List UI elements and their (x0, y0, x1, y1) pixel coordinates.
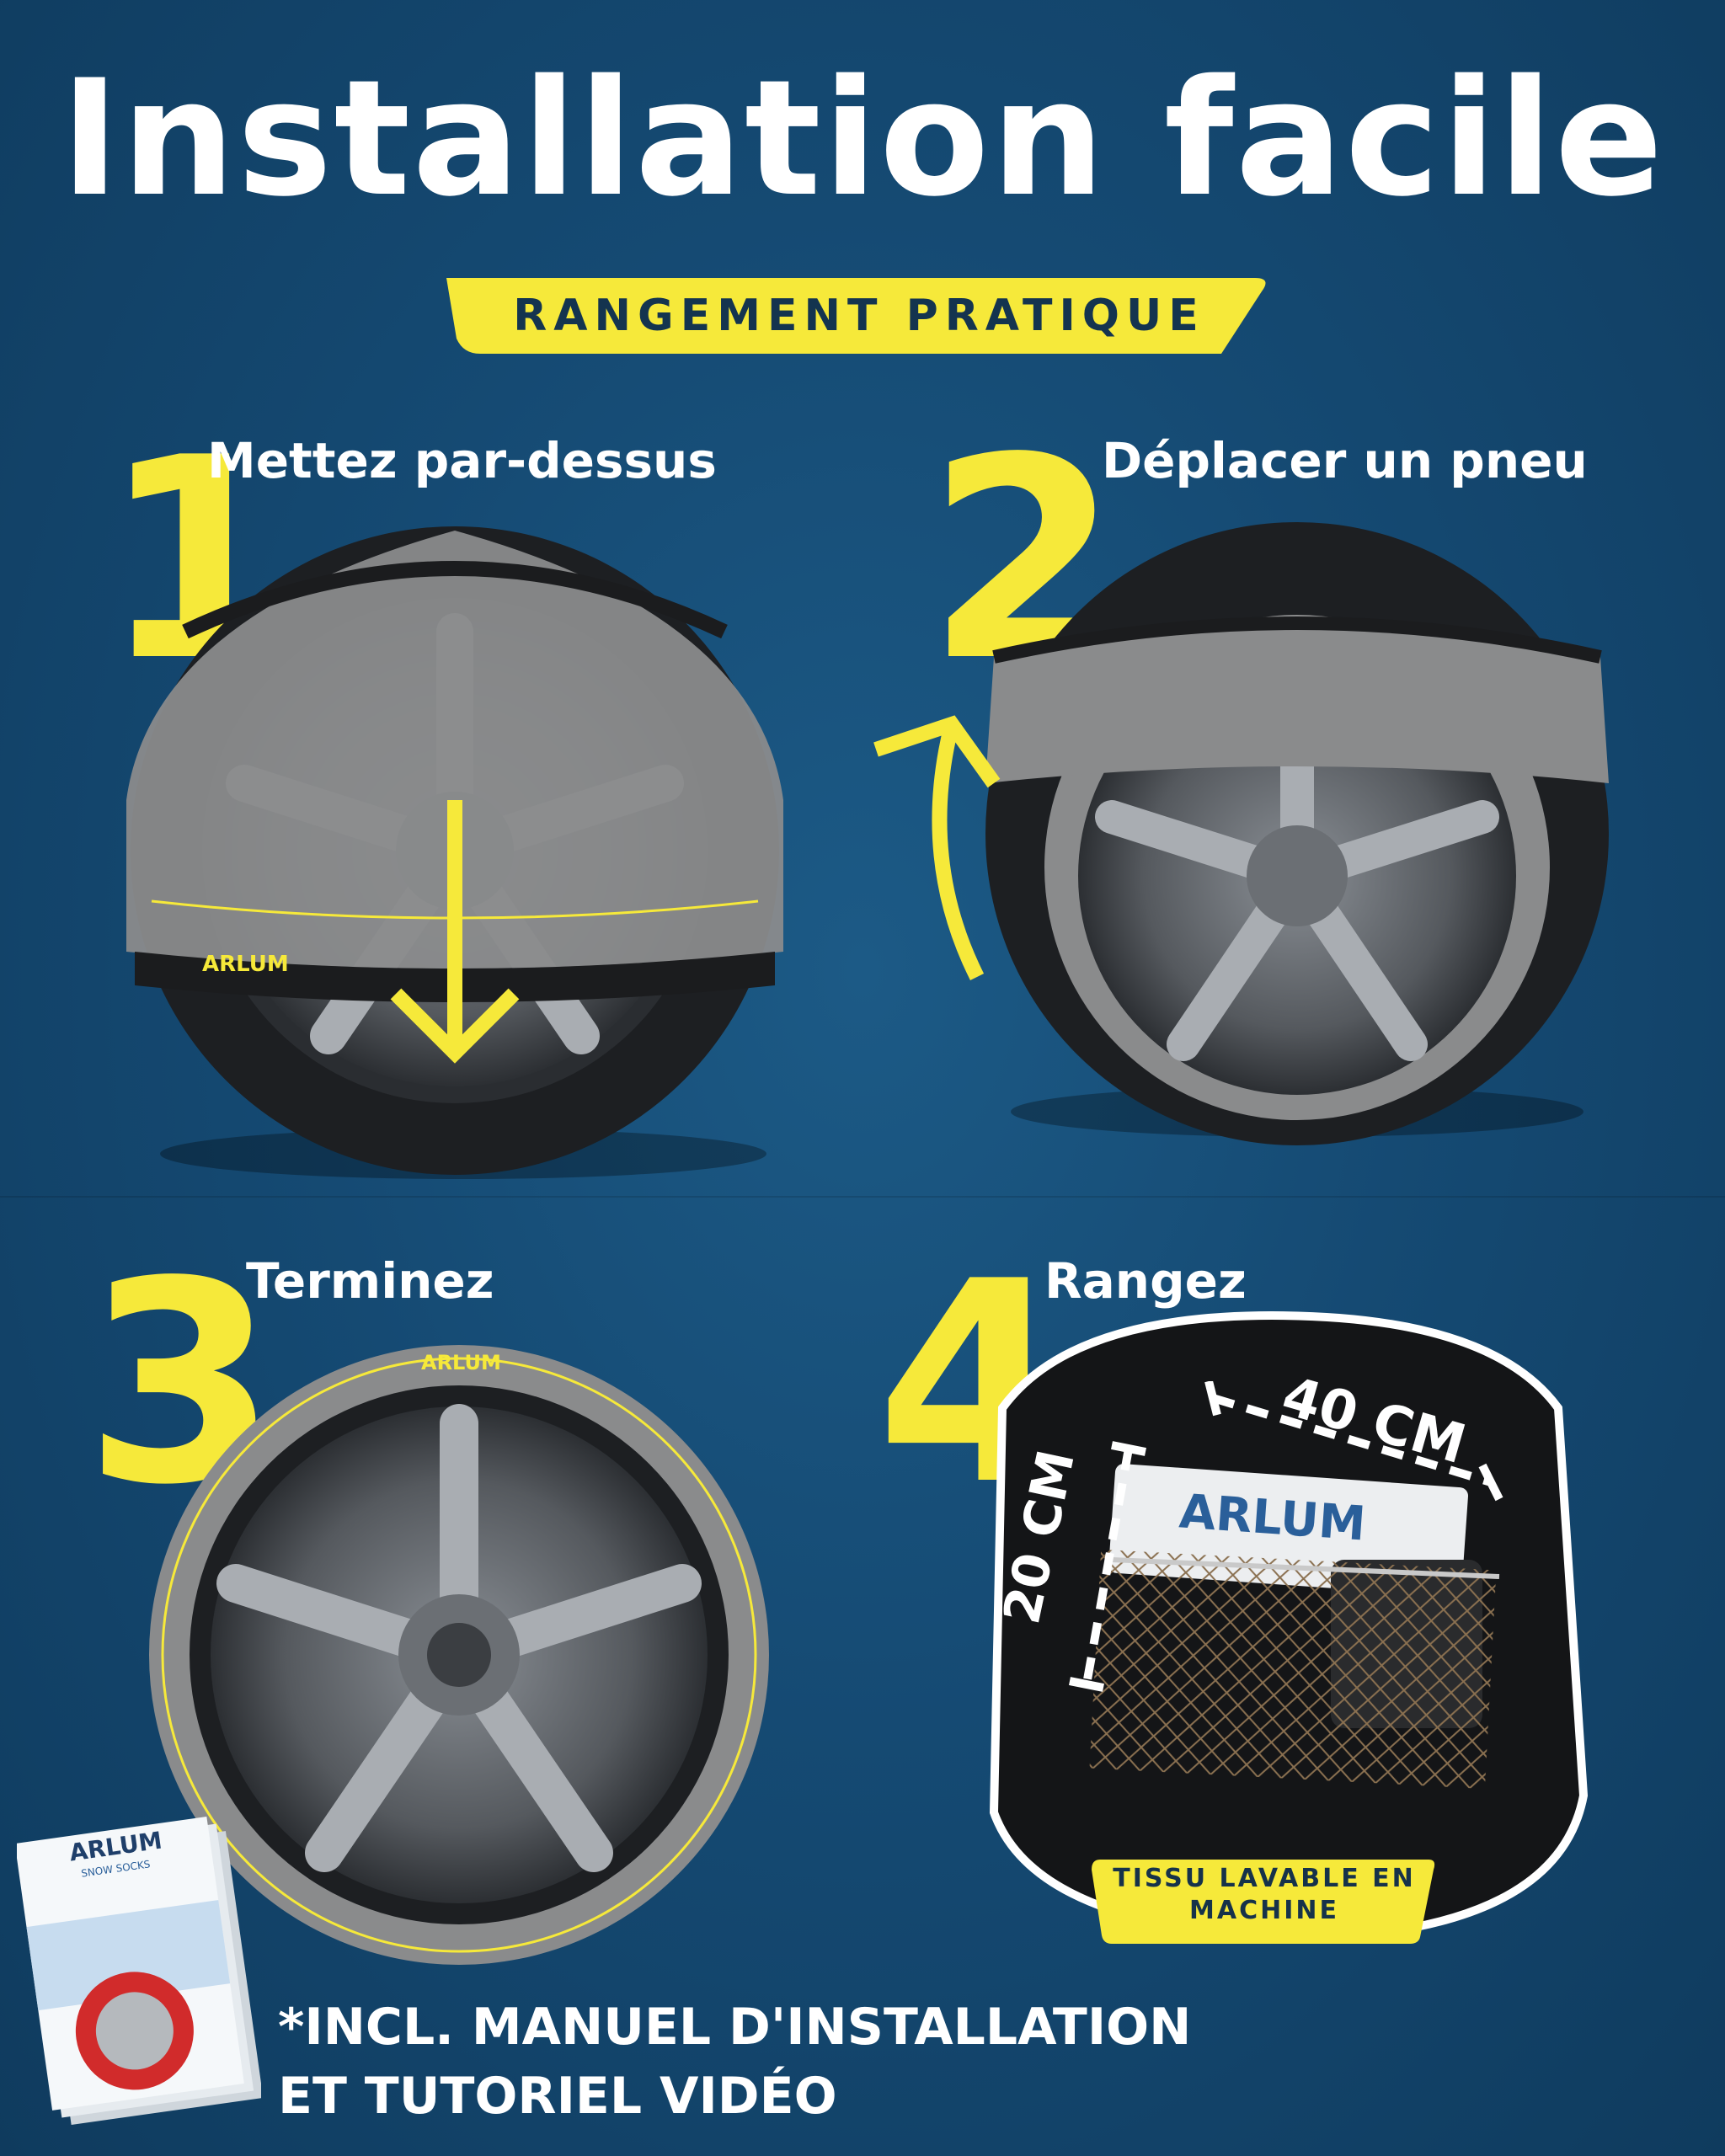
washable-badge-line-2: MACHINE (1189, 1896, 1339, 1925)
step-1-label: Mettez par-dessus (207, 432, 717, 489)
step-4-label: Rangez (1044, 1252, 1247, 1310)
brand-label-1: ARLUM (202, 952, 289, 977)
page-title: Installation facile (60, 45, 1665, 232)
rotate-arrow-icon (873, 715, 1001, 981)
storage-photo (989, 1310, 1589, 1944)
footnote-line-2: ET TUTORIEL VIDÉO (278, 2067, 837, 2126)
dimension-lines (1069, 1381, 1503, 1692)
washable-badge (1092, 1860, 1435, 1944)
washable-badge-text: TISSU LAVABLE EN MACHINE (1092, 1863, 1437, 1927)
footnote: *INCL. MANUEL D'INSTALLATION ET TUTORIEL… (278, 1993, 1191, 2131)
washable-badge-line-1: TISSU LAVABLE EN (1113, 1864, 1416, 1893)
wheel-step-3 (149, 1345, 769, 1965)
manual-booklet-image (17, 1817, 261, 2125)
background-shade (0, 1196, 1725, 1198)
banner-label: RANGEMENT PRATIQUE (513, 291, 1205, 341)
step-3-label: Terminez (246, 1252, 494, 1310)
step-2-label: Déplacer un pneu (1102, 432, 1588, 489)
footnote-line-1: *INCL. MANUEL D'INSTALLATION (278, 1998, 1192, 2057)
wheel-step-2 (985, 522, 1609, 1145)
wheel-step-1 (126, 526, 783, 1179)
brand-label-3: ARLUM (421, 1351, 501, 1374)
banner-shape (446, 278, 1266, 354)
